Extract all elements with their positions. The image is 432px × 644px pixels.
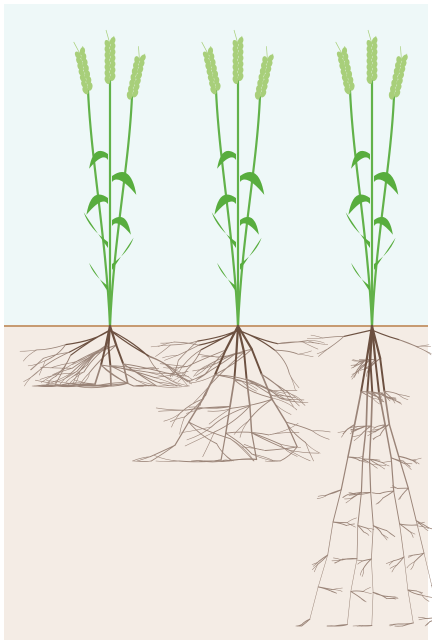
root-segment [366,393,367,426]
root-branch [429,528,432,532]
sky-background [4,4,428,326]
root-segment [110,366,111,386]
root-branch [342,559,357,560]
root-branch [427,618,432,619]
